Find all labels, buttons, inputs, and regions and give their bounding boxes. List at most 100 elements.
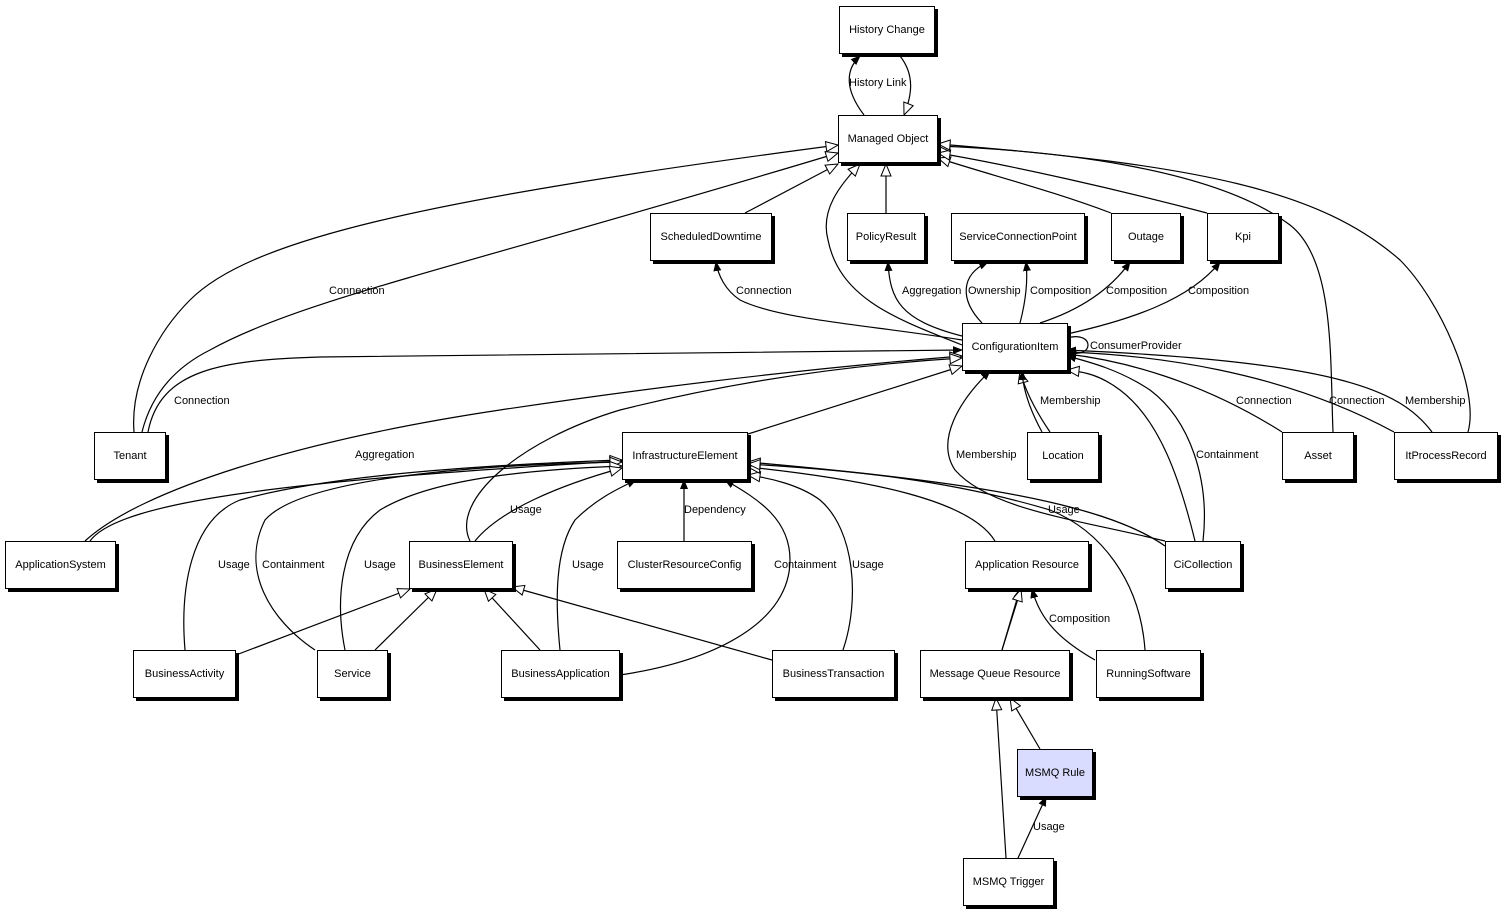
node-label: BusinessTransaction xyxy=(782,668,885,680)
edge-label-appsys-ci-aggregation: Aggregation xyxy=(355,449,415,461)
edge-label-tenant-ci-connection: Connection xyxy=(174,395,230,407)
edge-label-svc-ie-containment: Containment xyxy=(262,559,325,571)
node-configuration-item[interactable]: ConfigurationItem xyxy=(962,323,1068,371)
edge-bapp-ie-cont xyxy=(619,479,791,676)
node-label: ScheduledDowntime xyxy=(660,231,762,243)
edge-cic-ci-filled xyxy=(1066,354,1205,542)
edge-be-ie-usage xyxy=(474,468,622,542)
node-business-activity[interactable]: BusinessActivity xyxy=(133,650,236,698)
node-label: ServiceConnectionPoint xyxy=(959,231,1077,243)
edge-label-trigger-rule-usage: Usage xyxy=(1033,821,1065,833)
node-business-application[interactable]: BusinessApplication xyxy=(501,650,620,698)
edge-be-ci xyxy=(466,358,962,542)
edge-label-ci-scp-composition: Composition xyxy=(1030,285,1092,297)
edge-asset-mo xyxy=(938,144,1471,433)
edge-ipr-ci-conn xyxy=(1066,348,1395,433)
edge-label-ci-pr-aggregation: Aggregation xyxy=(902,285,962,297)
edge-label-ba-ie-usage: Usage xyxy=(218,559,250,571)
node-ci-collection[interactable]: CiCollection xyxy=(1165,541,1241,589)
edge-ci-mo xyxy=(825,164,963,346)
edge-svc-ie-cont xyxy=(255,462,622,651)
node-kpi[interactable]: Kpi xyxy=(1207,213,1279,261)
node-label: CiCollection xyxy=(1173,559,1233,571)
edge-label-history-link: History Link xyxy=(849,77,907,89)
edge-label-bapp-ie-containment: Containment xyxy=(774,559,837,571)
edge-label-ci-outage-composition: Composition xyxy=(1106,285,1168,297)
node-history-change[interactable]: History Change xyxy=(839,6,935,54)
edge-ci-pr xyxy=(884,261,963,337)
node-service[interactable]: Service xyxy=(317,650,388,698)
edge-ipr-ci-memb xyxy=(1066,346,1433,433)
edge-rule-mqr xyxy=(1010,698,1041,750)
edge-label-ci-sd-connection: Connection xyxy=(736,285,792,297)
edge-label-ci-scp-ownership: Ownership xyxy=(968,285,1021,297)
edge-ci-kpi xyxy=(1066,261,1221,335)
node-label: Message Queue Resource xyxy=(929,668,1061,680)
node-service-connection-point[interactable]: ServiceConnectionPoint xyxy=(951,213,1085,261)
node-business-transaction[interactable]: BusinessTransaction xyxy=(772,650,895,698)
edge-sd-mo xyxy=(744,164,838,214)
edge-tenant-mo-inh xyxy=(133,145,838,433)
edge-asset-ci xyxy=(1066,351,1283,433)
edge-label-bapp-ie-usage: Usage xyxy=(572,559,604,571)
edge-label-cic-ci-containment: Containment xyxy=(1196,449,1259,461)
edge-ci-sd xyxy=(713,261,963,341)
edge-label-cic-ci-membership: Membership xyxy=(956,449,1017,461)
edge-svc-be xyxy=(374,589,437,651)
edge-rs-ie xyxy=(748,464,1146,651)
edge-label-rs-ar-composition: Composition xyxy=(1049,613,1111,625)
node-business-element[interactable]: BusinessElement xyxy=(409,541,513,589)
edge-ba-ie xyxy=(183,460,622,651)
edge-ba-be xyxy=(235,589,410,656)
node-label: BusinessApplication xyxy=(511,668,610,680)
node-application-resource[interactable]: Application Resource xyxy=(965,541,1089,589)
edge-outage-mo xyxy=(938,153,1208,214)
node-location[interactable]: Location xyxy=(1027,432,1099,480)
node-outage[interactable]: Outage xyxy=(1111,213,1181,261)
node-label: ConfigurationItem xyxy=(971,341,1059,353)
node-label: Managed Object xyxy=(847,133,929,145)
node-tenant[interactable]: Tenant xyxy=(94,432,166,480)
node-message-queue-resource[interactable]: Message Queue Resource xyxy=(920,650,1070,698)
edge-label-bt-ie-usage: Usage xyxy=(852,559,884,571)
node-cluster-resource-config[interactable]: ClusterResourceConfig xyxy=(617,541,752,589)
node-label: ClusterResourceConfig xyxy=(627,559,742,571)
edge-rs-ar xyxy=(1030,588,1096,661)
node-label: BusinessElement xyxy=(418,559,504,571)
edge-ci-scp2 xyxy=(1019,261,1031,324)
node-infrastructure-element[interactable]: InfrastructureElement xyxy=(622,432,748,480)
node-label: History Change xyxy=(849,24,925,36)
node-policy-result[interactable]: PolicyResult xyxy=(847,213,925,261)
node-label: Location xyxy=(1042,450,1084,462)
node-managed-object[interactable]: Managed Object xyxy=(838,115,938,163)
node-msmqtrigger[interactable]: MSMQ Trigger xyxy=(963,858,1054,906)
node-label: Outage xyxy=(1127,231,1165,243)
node-scheduled-downtime[interactable]: ScheduledDowntime xyxy=(650,213,772,261)
edge-appsys-ci xyxy=(84,356,962,542)
node-msmqrule[interactable]: MSMQ Rule xyxy=(1017,749,1093,797)
node-label: Application Resource xyxy=(975,559,1079,571)
edge-scp-mo xyxy=(938,158,1112,214)
edge-label-svc-ie-usage: Usage xyxy=(364,559,396,571)
edge-cic-ci-memb xyxy=(947,370,1166,542)
edge-bt-be xyxy=(512,587,773,661)
edge-label-location-ci-membership: Membership xyxy=(1040,395,1101,407)
node-label: MSMQ Rule xyxy=(1025,767,1085,779)
edge-tenant-mo-conn xyxy=(141,153,838,433)
edge-label-crc-ie-dependency: Dependency xyxy=(684,504,746,516)
node-application-system[interactable]: ApplicationSystem xyxy=(5,541,116,589)
edge-label-ci-consumer-provider: ConsumerProvider xyxy=(1090,340,1182,352)
node-it-process-record[interactable]: ItProcessRecord xyxy=(1394,432,1498,480)
edge-ar-ie xyxy=(748,467,996,542)
edge-trigger-rule xyxy=(1017,796,1047,859)
node-label: Service xyxy=(334,668,371,680)
edge-history-link xyxy=(848,55,865,116)
node-label: ApplicationSystem xyxy=(15,559,106,571)
node-asset[interactable]: Asset xyxy=(1282,432,1354,480)
edge-ie-ci xyxy=(747,366,962,435)
node-running-software[interactable]: RunningSoftware xyxy=(1096,650,1201,698)
edge-label-asset-ci-connection: Connection xyxy=(1236,395,1292,407)
edge-ci-scp1 xyxy=(965,261,989,324)
node-label: RunningSoftware xyxy=(1106,668,1191,680)
